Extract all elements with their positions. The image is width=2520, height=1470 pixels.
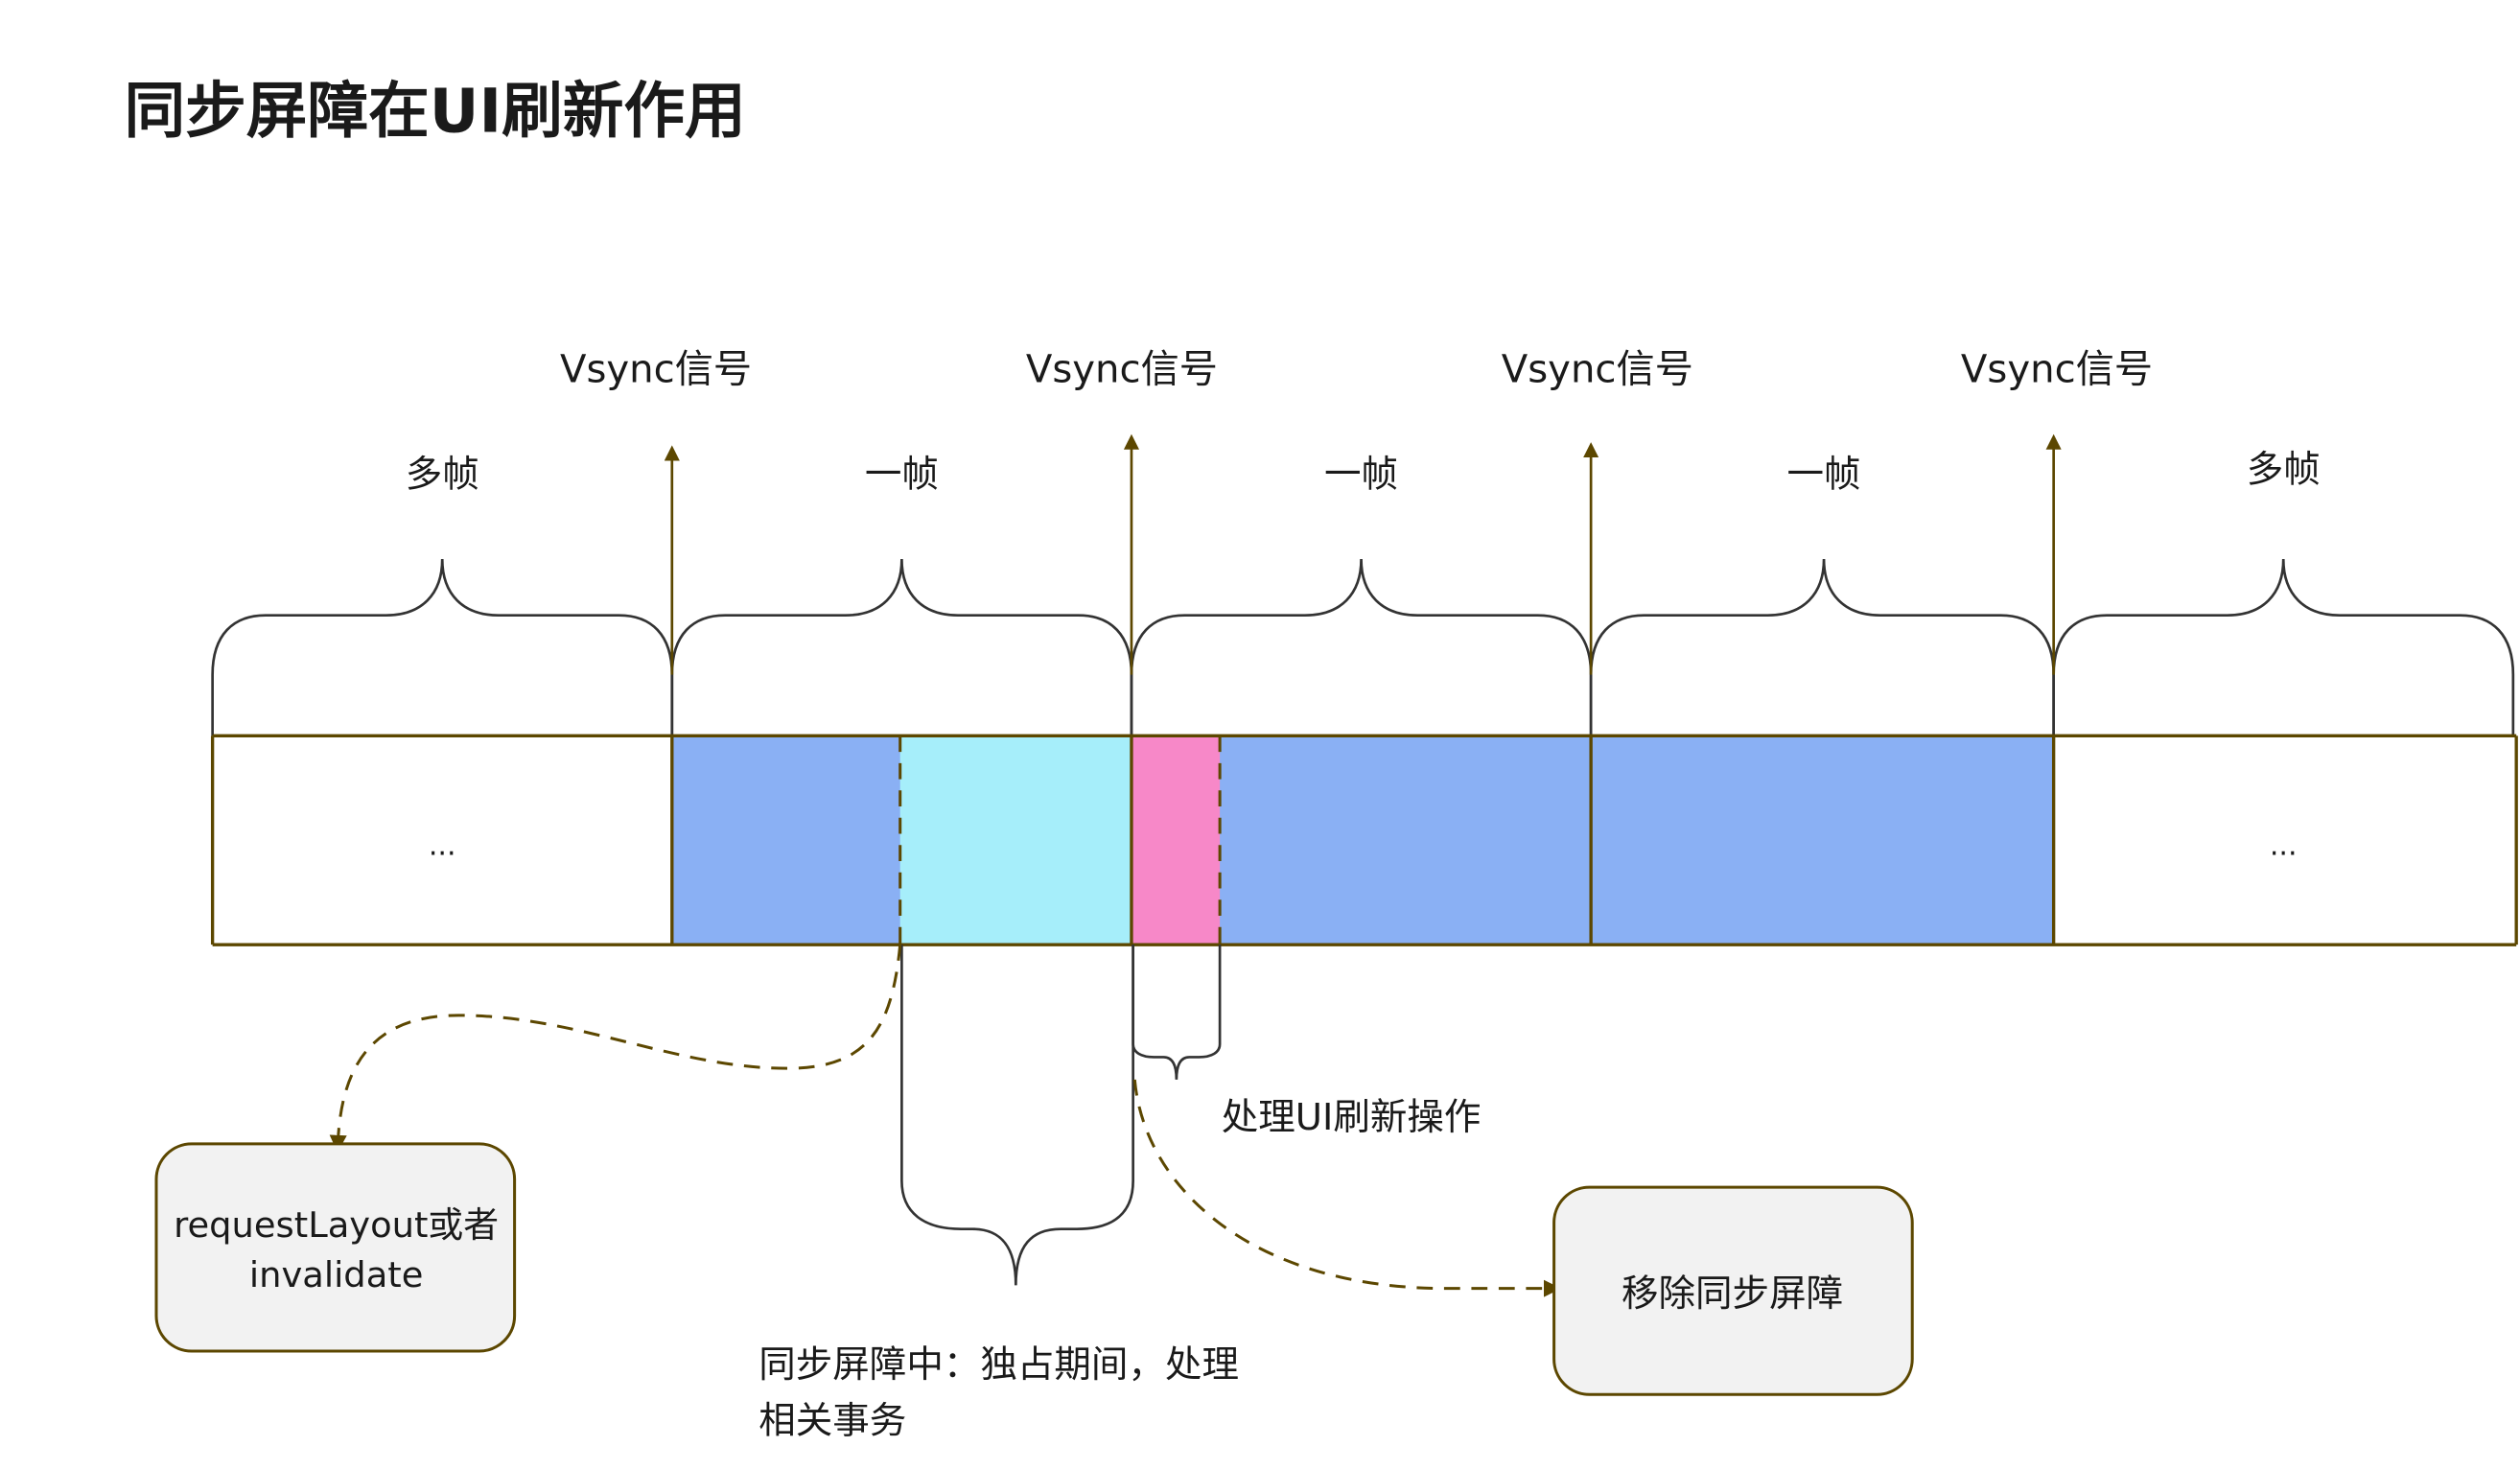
sync-barrier-label-line1: 同步屏障中：独占期间，处理 (758, 1343, 1239, 1387)
frame-label-2: 一帧 (865, 454, 939, 497)
vsync-label-2: Vsync信号 (1026, 348, 1218, 392)
segment-1-ellipsis: ... (429, 828, 456, 862)
segment-1 (212, 735, 672, 945)
ui-refresh-brace (1132, 945, 1222, 1080)
request-box-line1: requestLayout或者 (174, 1204, 499, 1246)
frame-braces (211, 559, 2515, 736)
frame-label-5: 多帧 (2247, 449, 2321, 492)
segment-5 (2053, 735, 2513, 945)
request-layout-box: requestLayout或者 invalidate (154, 1142, 517, 1353)
request-box-line2: invalidate (249, 1254, 424, 1295)
remove-box-label: 移除同步屏障 (1622, 1272, 1843, 1316)
frame-label-4: 一帧 (1787, 454, 1861, 497)
page-title: 同步屏障在UI刷新作用 (124, 76, 745, 147)
sync-barrier-region (899, 735, 1132, 945)
segment-4 (1591, 735, 2054, 945)
remove-barrier-box: 移除同步屏障 (1552, 1185, 1914, 1396)
brace-2 (670, 559, 1133, 736)
segment-5-ellipsis: ... (2270, 828, 2298, 862)
connector-to-request-box (329, 944, 902, 1153)
sync-barrier-label-line2: 相关事务 (758, 1399, 906, 1442)
brace-3 (1130, 559, 1593, 736)
connector-to-remove-box (1132, 1079, 1561, 1297)
vsync-label-1: Vsync信号 (560, 348, 752, 392)
brace-5 (2052, 559, 2515, 736)
brace-4 (1589, 559, 2055, 736)
vsync-label-4: Vsync信号 (1961, 348, 2153, 392)
vsync-label-3: Vsync信号 (1502, 348, 1693, 392)
frame-label-3: 一帧 (1324, 454, 1398, 497)
ui-refresh-region (1131, 735, 1221, 945)
brace-1 (211, 559, 674, 736)
frame-label-1: 多帧 (406, 454, 479, 497)
sync-barrier-brace (900, 945, 1134, 1286)
ui-refresh-label: 处理UI刷新操作 (1222, 1096, 1482, 1139)
